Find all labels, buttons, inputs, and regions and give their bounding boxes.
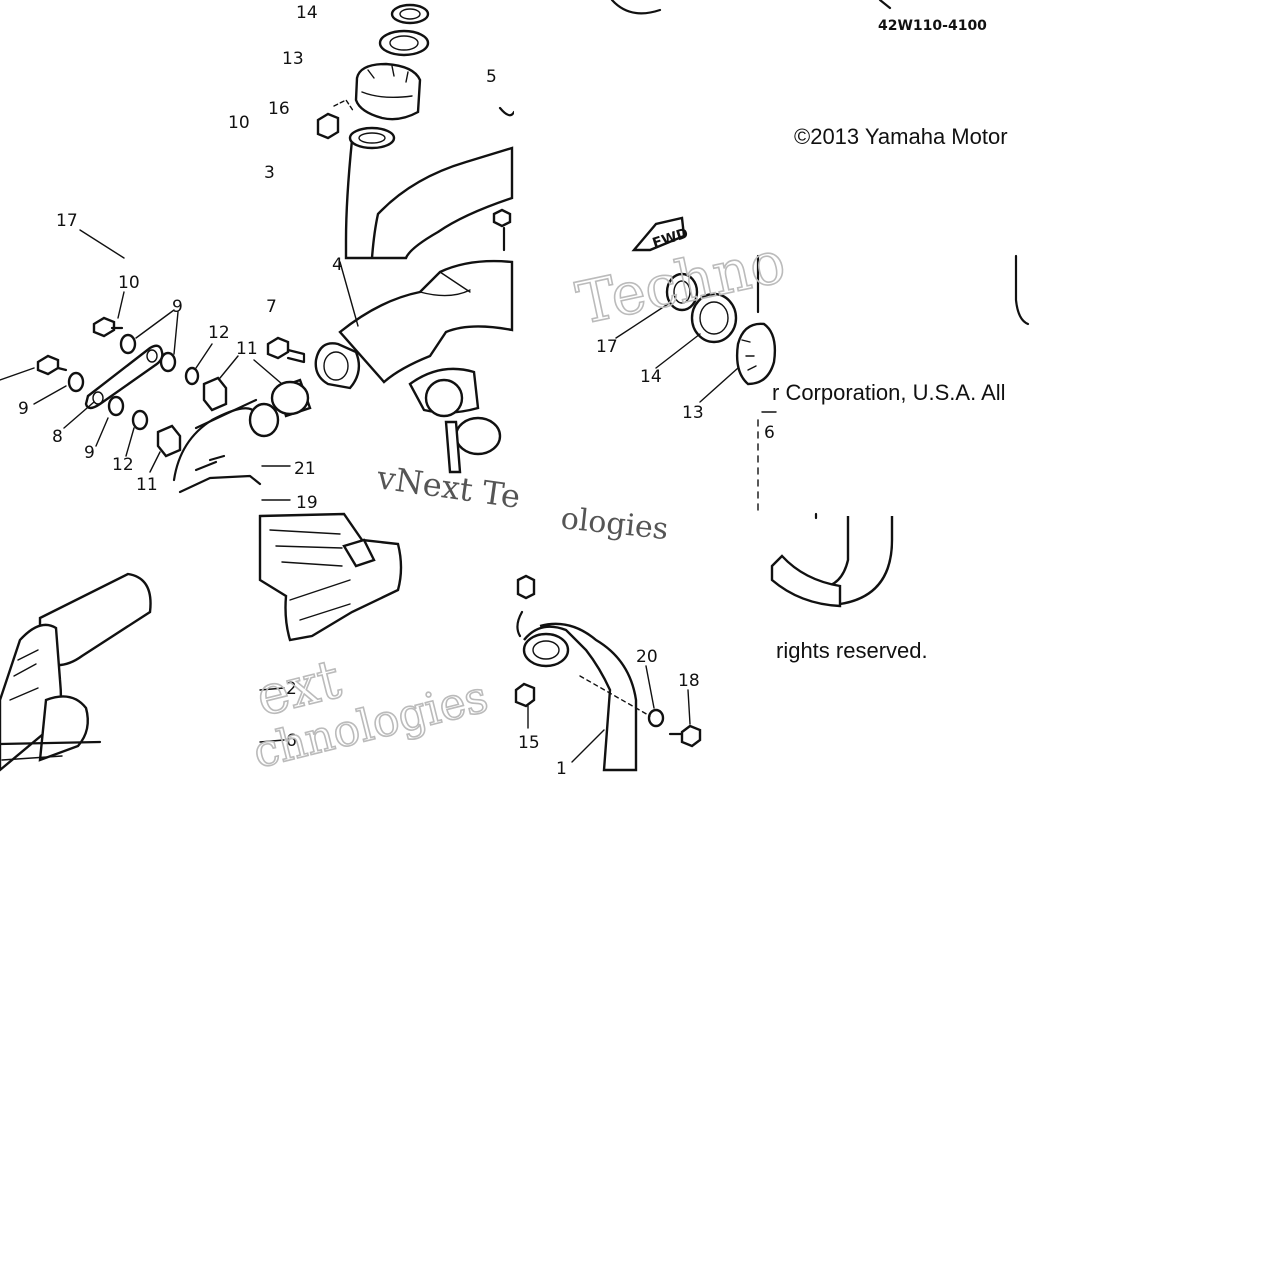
callout-1: 1 bbox=[556, 759, 567, 779]
callout-10: 10 bbox=[118, 273, 140, 293]
callout-6: 6 bbox=[764, 423, 775, 443]
callout-2: 2 bbox=[286, 679, 297, 699]
callout-21: 21 bbox=[294, 459, 316, 479]
pipe-clamp-part bbox=[314, 342, 361, 390]
callout-4: 4 bbox=[332, 255, 343, 275]
callout-13: 13 bbox=[682, 403, 704, 423]
seal-part bbox=[665, 272, 699, 312]
callout-6: 6 bbox=[286, 731, 297, 751]
tile-exhaust-lower bbox=[514, 574, 702, 772]
callout-3: 3 bbox=[264, 163, 275, 183]
gasket-part bbox=[378, 29, 430, 57]
tile-muffler-lower bbox=[0, 572, 152, 772]
callout-5: 5 bbox=[486, 67, 497, 87]
callout-16: 16 bbox=[268, 99, 290, 119]
copyright-line-1: ©2013 Yamaha Motor bbox=[794, 124, 1008, 149]
callout-18: 18 bbox=[678, 671, 700, 691]
callout-14: 14 bbox=[640, 367, 662, 387]
callout-17: 17 bbox=[56, 211, 78, 231]
copyright-line-2: r Corporation, U.S.A. All bbox=[772, 380, 1006, 405]
watermark-fragment: ologies bbox=[559, 501, 670, 547]
washer-part bbox=[119, 333, 137, 355]
callout-11: 11 bbox=[136, 475, 158, 495]
callout-10: 10 bbox=[228, 113, 250, 133]
callout-15: 15 bbox=[518, 733, 540, 753]
callout-14: 14 bbox=[296, 3, 318, 23]
tile-heat-cover bbox=[258, 512, 403, 743]
callout-numbers: 14 13 5 16 10 3 17 10 9 12 7 4 11 9 8 9 … bbox=[18, 3, 775, 779]
callout-12: 12 bbox=[112, 455, 134, 475]
callout-17: 17 bbox=[596, 337, 618, 357]
callout-19: 19 bbox=[296, 493, 318, 513]
tile-pipe-bend bbox=[770, 512, 894, 608]
callout-9: 9 bbox=[18, 399, 29, 419]
copyright-line-3: rights reserved. bbox=[776, 638, 928, 663]
tile-seams bbox=[0, 0, 516, 516]
callout-9: 9 bbox=[172, 297, 183, 317]
callout-20: 20 bbox=[636, 647, 658, 667]
callout-7: 7 bbox=[266, 297, 277, 317]
small-nut-part bbox=[316, 112, 340, 140]
tile-joint-pipe bbox=[194, 208, 514, 474]
watermark-fragment: Techno bbox=[571, 227, 791, 337]
callout-12: 12 bbox=[208, 323, 230, 343]
exhaust-pipe-part bbox=[344, 139, 514, 260]
part-number: 42W110-4100 bbox=[878, 18, 987, 34]
callout-9: 9 bbox=[84, 443, 95, 463]
watermark-fragment: vNext Te bbox=[374, 458, 523, 516]
joint-pipe-part bbox=[338, 259, 514, 384]
callout-8: 8 bbox=[52, 427, 63, 447]
tile-upper-pipe bbox=[316, 0, 892, 260]
tile-bracket-hardware bbox=[0, 229, 312, 501]
seal-ring-part bbox=[390, 3, 430, 25]
callout-11: 11 bbox=[236, 339, 258, 359]
copyright-block: 42W110-4100 ©2013 Yamaha Motor r Corpora… bbox=[772, 18, 1008, 663]
collar-part bbox=[202, 376, 228, 412]
stay-bracket-part bbox=[84, 344, 164, 410]
ring-nut-part bbox=[354, 62, 422, 121]
callout-13: 13 bbox=[282, 49, 304, 69]
